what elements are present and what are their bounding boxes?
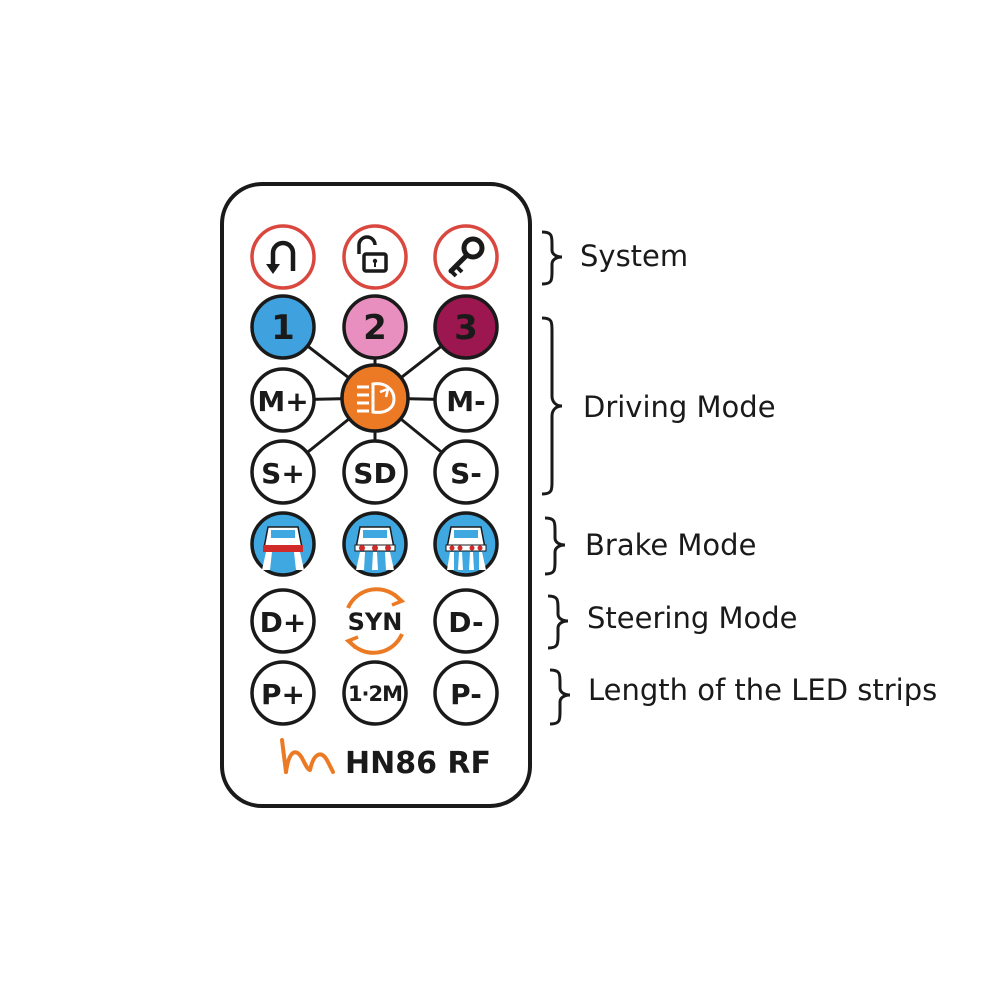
model-name: HN86 RF [345,746,491,781]
key-button[interactable] [433,224,499,290]
mode-2-label: 2 [363,308,387,348]
group-label-steering-mode: Steering Mode [587,601,797,635]
system-brace [541,230,563,286]
syn-label: SYN [348,608,403,636]
brake-mode-1-button[interactable] [250,511,316,577]
sync-arrows-icon [344,587,406,655]
turn-back-button[interactable] [250,224,316,290]
unlock-button[interactable] [342,224,408,290]
m-plus-label: M+ [257,385,308,418]
group-label-driving-mode: Driving Mode [583,390,776,424]
syn-button[interactable]: SYN [344,587,406,655]
steering-mode-brace [547,594,569,650]
length-1-2m-label: 1·2M [348,682,402,706]
d-plus-button[interactable]: D+ [250,588,316,654]
m-plus-button[interactable]: M+ [250,367,316,433]
group-label-length: Length of the LED strips [588,673,937,707]
driving-mode-brace [541,316,563,496]
p-minus-button[interactable]: P- [433,660,499,726]
mode-3-label: 3 [454,308,478,348]
brake-mode-2-button[interactable] [342,511,408,577]
mode-1-label: 1 [271,308,295,348]
m-minus-button[interactable]: M- [433,367,499,433]
m-minus-label: M- [446,385,485,418]
brand-logo-icon [280,738,335,774]
group-label-system: System [580,239,688,273]
brake-car-icon-3 [445,526,487,570]
p-minus-label: P- [450,678,482,711]
mode-2-button[interactable]: 2 [342,294,408,360]
length-brace [549,668,571,726]
p-plus-button[interactable]: P+ [250,660,316,726]
s-minus-button[interactable]: S- [433,439,499,505]
key-icon [448,236,485,278]
s-minus-label: S- [450,457,482,490]
s-plus-label: S+ [261,457,305,490]
unlock-icon [357,235,388,273]
brake-car-icon-1 [262,526,304,570]
headlight-icon [357,382,396,414]
mode-1-button[interactable]: 1 [250,294,316,360]
brake-car-icon-2 [354,526,396,570]
brake-mode-brace [544,516,566,576]
headlight-button[interactable] [340,363,410,433]
s-plus-button[interactable]: S+ [250,439,316,505]
d-plus-label: D+ [260,606,307,639]
p-plus-label: P+ [261,678,305,711]
brake-mode-3-button[interactable] [433,511,499,577]
mode-3-button[interactable]: 3 [433,294,499,360]
sd-button[interactable]: SD [342,439,408,505]
length-1-2m-button[interactable]: 1·2M [342,660,408,726]
sd-label: SD [353,457,396,490]
d-minus-label: D- [448,606,483,639]
group-label-brake-mode: Brake Mode [585,528,756,562]
turn-back-icon [266,240,296,274]
d-minus-button[interactable]: D- [433,588,499,654]
